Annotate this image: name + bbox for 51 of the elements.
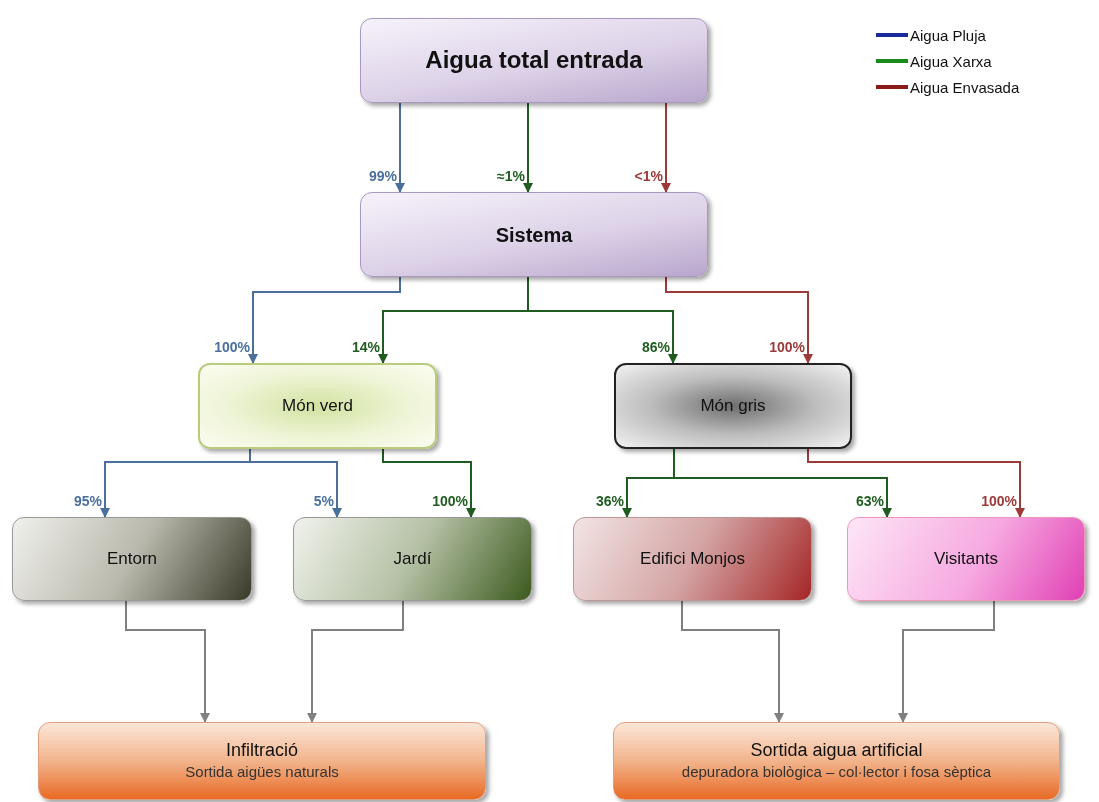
node-subtitle: depuradora biològica – col·lector i fosa sèptica bbox=[681, 763, 992, 783]
edge-label: 14% bbox=[351, 339, 380, 355]
arrow bbox=[807, 448, 1025, 518]
edge-label: 100% bbox=[981, 493, 1017, 509]
edge-label: ≈1% bbox=[497, 168, 525, 184]
node-title: Jardí bbox=[393, 548, 432, 570]
edge-label: 5% bbox=[313, 493, 334, 509]
legend-label: Aigua Xarxa bbox=[910, 52, 992, 70]
arrow bbox=[527, 276, 678, 364]
legend-label: Aigua Envasada bbox=[910, 78, 1020, 96]
process-box bbox=[573, 517, 812, 601]
arrow bbox=[681, 600, 784, 723]
process-box bbox=[847, 517, 1085, 601]
arrow bbox=[898, 600, 995, 723]
node-title: Infiltració bbox=[226, 739, 298, 762]
arrow bbox=[661, 102, 671, 193]
node-title: Món gris bbox=[700, 395, 766, 417]
process-box bbox=[360, 18, 708, 103]
arrow bbox=[665, 276, 813, 364]
node-title: Món verd bbox=[282, 395, 353, 417]
edge-label: 63% bbox=[855, 493, 884, 509]
edge-label: 100% bbox=[214, 339, 250, 355]
node-title: Visitants bbox=[934, 548, 998, 570]
node-title: Entorn bbox=[106, 548, 158, 570]
edge-label: 100% bbox=[432, 493, 468, 509]
edge-label: 86% bbox=[641, 339, 670, 355]
process-box bbox=[613, 722, 1060, 800]
arrow bbox=[523, 102, 533, 193]
edge-label: <1% bbox=[634, 168, 663, 184]
arrow bbox=[248, 276, 401, 364]
node-title: Sortida aigua artificial bbox=[750, 739, 923, 762]
process-box bbox=[360, 192, 708, 277]
arrow bbox=[307, 600, 404, 723]
process-box bbox=[293, 517, 532, 601]
arrow bbox=[382, 448, 476, 518]
edge-label: 36% bbox=[595, 493, 624, 509]
process-box bbox=[38, 722, 486, 800]
process-box bbox=[614, 363, 852, 449]
process-box bbox=[12, 517, 252, 601]
node-title: Sistema bbox=[495, 222, 573, 247]
node-title: Aigua total entrada bbox=[425, 46, 643, 75]
edge-label: 100% bbox=[769, 339, 805, 355]
arrow bbox=[249, 448, 342, 518]
node-title: Edifici Monjos bbox=[640, 548, 745, 570]
arrow bbox=[125, 600, 210, 723]
edge-label: 99% bbox=[368, 168, 397, 184]
arrow bbox=[395, 102, 405, 193]
node-subtitle: Sortida aigües naturals bbox=[185, 763, 339, 783]
edge-label: 95% bbox=[73, 493, 102, 509]
legend-label: Aigua Pluja bbox=[910, 26, 986, 44]
process-box bbox=[198, 363, 437, 449]
